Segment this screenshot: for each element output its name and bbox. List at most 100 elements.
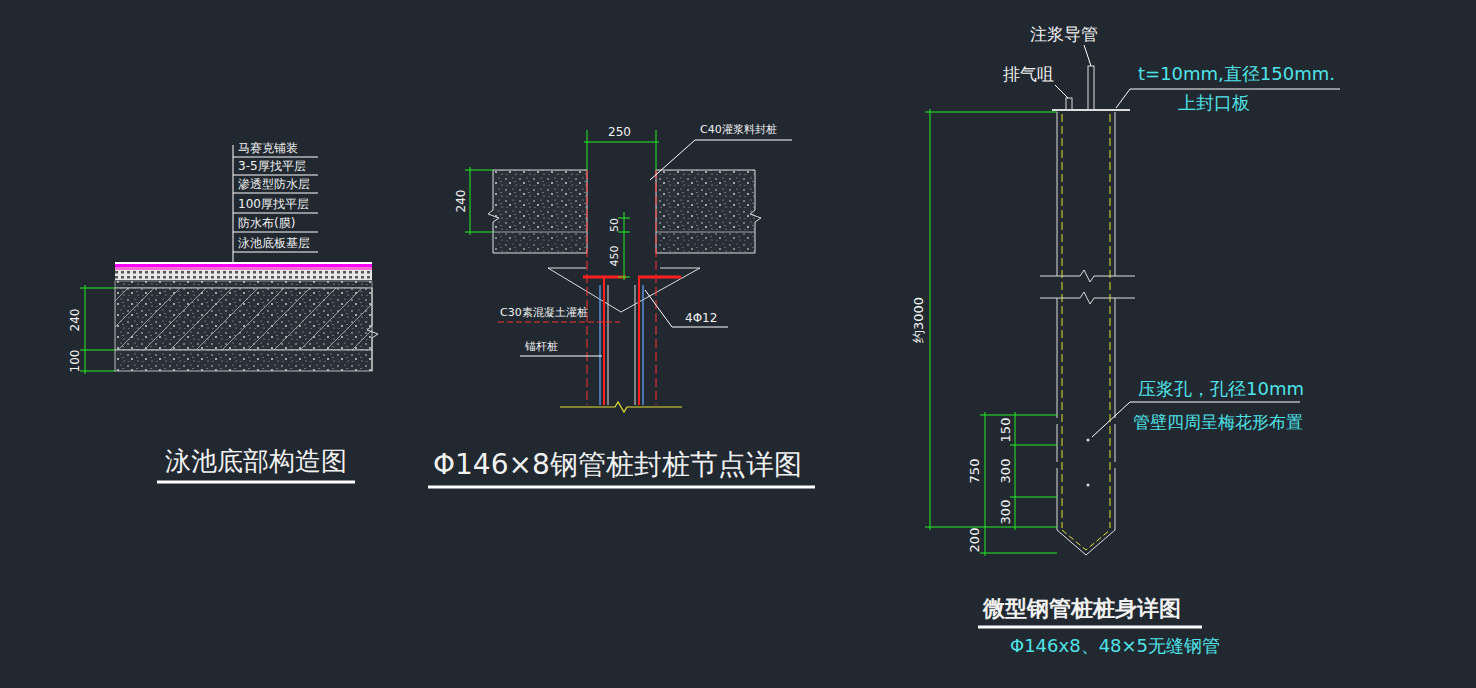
steel-pipe-pile [978, 626, 1202, 629]
dimension-text: 250 [608, 126, 631, 138]
layer-label: 3-5厚找平层 [238, 160, 306, 172]
note-label: 4Φ12 [685, 312, 717, 324]
pile-cap-section [656, 170, 657, 405]
dimension-text: 50 [609, 218, 620, 232]
dimension-lines [624, 212, 625, 280]
dimension-lines [80, 285, 115, 374]
drawing-title: Φ146×8钢管桩封桩节点详图 [433, 451, 802, 479]
steel-pipe-pile [1055, 85, 1068, 98]
dimension-lines [618, 277, 630, 278]
dimension-lines [618, 232, 630, 233]
pile-cap-section [642, 285, 643, 405]
layer-label: 防水布(膜) [238, 217, 295, 229]
steel-pipe-pile [1057, 468, 1058, 530]
dimension-lines [930, 109, 931, 530]
pool-bottom-section [115, 262, 372, 264]
note-label: 压浆孔，孔径10mm [1138, 380, 1304, 398]
steel-pipe-pile [1115, 468, 1116, 530]
dimension-lines [980, 415, 1057, 416]
pile-cap-section [520, 356, 602, 357]
pile-cap-section [493, 232, 587, 233]
pile-cap-section [645, 290, 728, 327]
steel-pipe-pile [1040, 270, 1135, 282]
note-label: C40灌浆料封桩 [700, 124, 777, 135]
pile-cap-section [608, 285, 609, 405]
dimension-lines [584, 142, 659, 143]
dimension-text: 100 [69, 350, 81, 373]
steel-pipe-pile [1040, 292, 1135, 304]
layer-label: 马赛克铺装 [238, 142, 298, 154]
note-label: C30素混凝土灌桩 [500, 307, 588, 318]
pool-bottom-section [115, 288, 372, 350]
pile-cap-section [493, 170, 587, 232]
pool-bottom-section [233, 213, 318, 214]
pile-cap-section [603, 277, 605, 405]
dimension-text: 300 [999, 459, 1012, 484]
pool-bottom-section [115, 350, 372, 371]
layer-label: 100厚找平层 [238, 198, 309, 210]
note-label: 锚杆桩 [525, 341, 558, 352]
pile-cap-section [650, 140, 792, 180]
pool-bottom-section [233, 157, 318, 158]
steel-pipe-pile [1062, 114, 1063, 528]
dimension-lines [1010, 445, 1057, 446]
dimension-text: 300 [999, 500, 1012, 525]
note-label: 排气咀 [1003, 66, 1054, 83]
note-label: 管壁四周呈梅花形布置 [1133, 414, 1303, 431]
dimension-text: 450 [609, 246, 620, 267]
pile-cap-section [560, 402, 682, 412]
pile-cap-section [587, 170, 588, 405]
dimension-lines [980, 553, 1057, 554]
title-underline [428, 486, 815, 489]
pile-cap-section [635, 285, 636, 405]
note-label: Φ146x8、48×5无缝钢管 [1010, 637, 1220, 655]
dimension-lines [465, 170, 493, 171]
dimension-lines [80, 371, 115, 372]
dimension-lines [925, 112, 1057, 113]
steel-pipe-pile [1057, 530, 1115, 555]
pool-bottom-section [233, 175, 318, 176]
layer-label: 渗透型防水层 [238, 178, 310, 190]
steel-pipe-pile [1110, 114, 1111, 528]
layer-label: 泳池底板基层 [238, 237, 310, 249]
pile-cap-section [638, 276, 681, 279]
steel-pipe-pile [1057, 424, 1058, 462]
dimension-lines [925, 109, 1057, 556]
dimension-text: 240 [455, 190, 467, 213]
note-label: t=10mm,直径150mm. [1138, 65, 1335, 83]
dimension-lines [618, 218, 630, 219]
dimension-lines [80, 350, 115, 351]
note-label: 注浆导管 [1030, 26, 1098, 43]
note-label: 上封口板 [1178, 94, 1250, 112]
steel-pipe-pile [1088, 66, 1094, 110]
dimension-lines [1015, 412, 1016, 530]
pile-cap-section [656, 170, 755, 232]
pile-cap-section [660, 268, 700, 269]
steel-pipe-pile [1062, 530, 1110, 550]
dimension-lines [85, 285, 86, 374]
steel-pipe-pile [1087, 484, 1090, 487]
steel-pipe-pile [1066, 98, 1072, 110]
dimension-text: 750 [968, 459, 981, 484]
pool-bottom-section [367, 288, 378, 371]
pool-bottom-section [115, 281, 372, 288]
dimension-lines [465, 232, 493, 233]
pile-cap-section [638, 277, 640, 405]
dimension-lines [1010, 497, 1057, 498]
pool-bottom-section [115, 145, 378, 371]
steel-pipe-pile [1115, 112, 1116, 276]
dimension-lines [465, 130, 659, 280]
pile-cap-section [493, 232, 587, 253]
pile-cap-section [656, 170, 755, 253]
steel-pipe-pile [1087, 439, 1090, 442]
dimension-lines [587, 130, 588, 170]
steel-pipe-pile [1057, 298, 1058, 418]
pool-bottom-section [115, 270, 372, 280]
steel-pipe-pile [1115, 424, 1116, 462]
pool-bottom-section [115, 267, 372, 270]
steel-pipe-pile [1057, 112, 1058, 276]
dimension-text: 200 [968, 528, 981, 553]
drawing-title: 泳池底部构造图 [165, 448, 347, 474]
